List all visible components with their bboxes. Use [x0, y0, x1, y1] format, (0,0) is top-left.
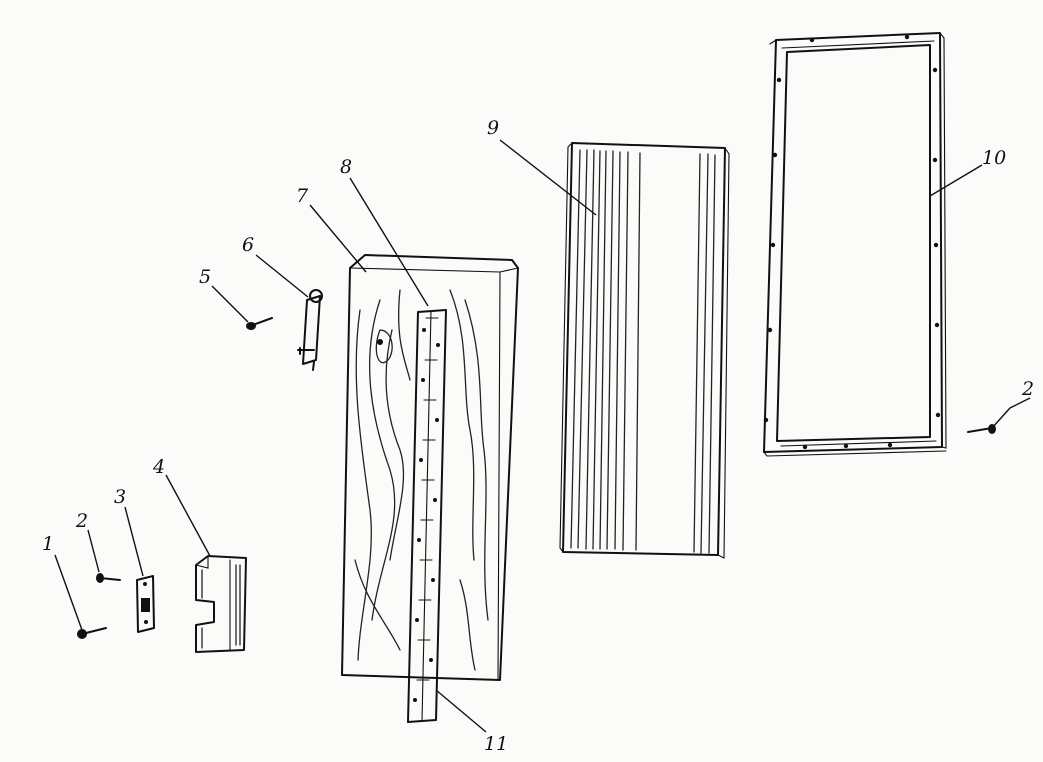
- callout-7: 7: [296, 185, 309, 207]
- part-3-strike-plate: [136, 575, 155, 633]
- block-grain: [354, 289, 489, 671]
- part-1-screw: [77, 627, 107, 639]
- part-2-screw-right: [967, 424, 996, 434]
- hinge-screws: [413, 328, 440, 702]
- callout-3: 3: [114, 486, 126, 508]
- callout-9: 9: [487, 117, 499, 139]
- part-2-screw-left: [96, 573, 121, 583]
- leader-lines: [54, 139, 1031, 733]
- panel-grain: [570, 149, 716, 554]
- part-7-wood-block: [341, 254, 519, 681]
- part-6-latch: [297, 289, 323, 371]
- part-9-panel: [559, 142, 730, 559]
- callout-2-left: 2: [75, 510, 88, 532]
- callout-labels: 1 2 3 4 5 6 7 8 9 10 2 11: [42, 117, 1034, 755]
- part-5-screw: [246, 317, 273, 330]
- callout-10: 10: [982, 147, 1006, 169]
- callout-1: 1: [42, 533, 54, 555]
- callout-5: 5: [199, 266, 211, 288]
- callout-2-right: 2: [1021, 378, 1034, 400]
- callout-8: 8: [340, 156, 352, 178]
- part-10-frame: [763, 32, 947, 457]
- frame-screws: [763, 34, 941, 450]
- part-11-piano-hinge: [407, 309, 447, 723]
- callout-11: 11: [484, 733, 508, 755]
- part-4-catch-block: [195, 555, 247, 653]
- callout-6: 6: [242, 234, 254, 256]
- callout-4: 4: [152, 456, 165, 478]
